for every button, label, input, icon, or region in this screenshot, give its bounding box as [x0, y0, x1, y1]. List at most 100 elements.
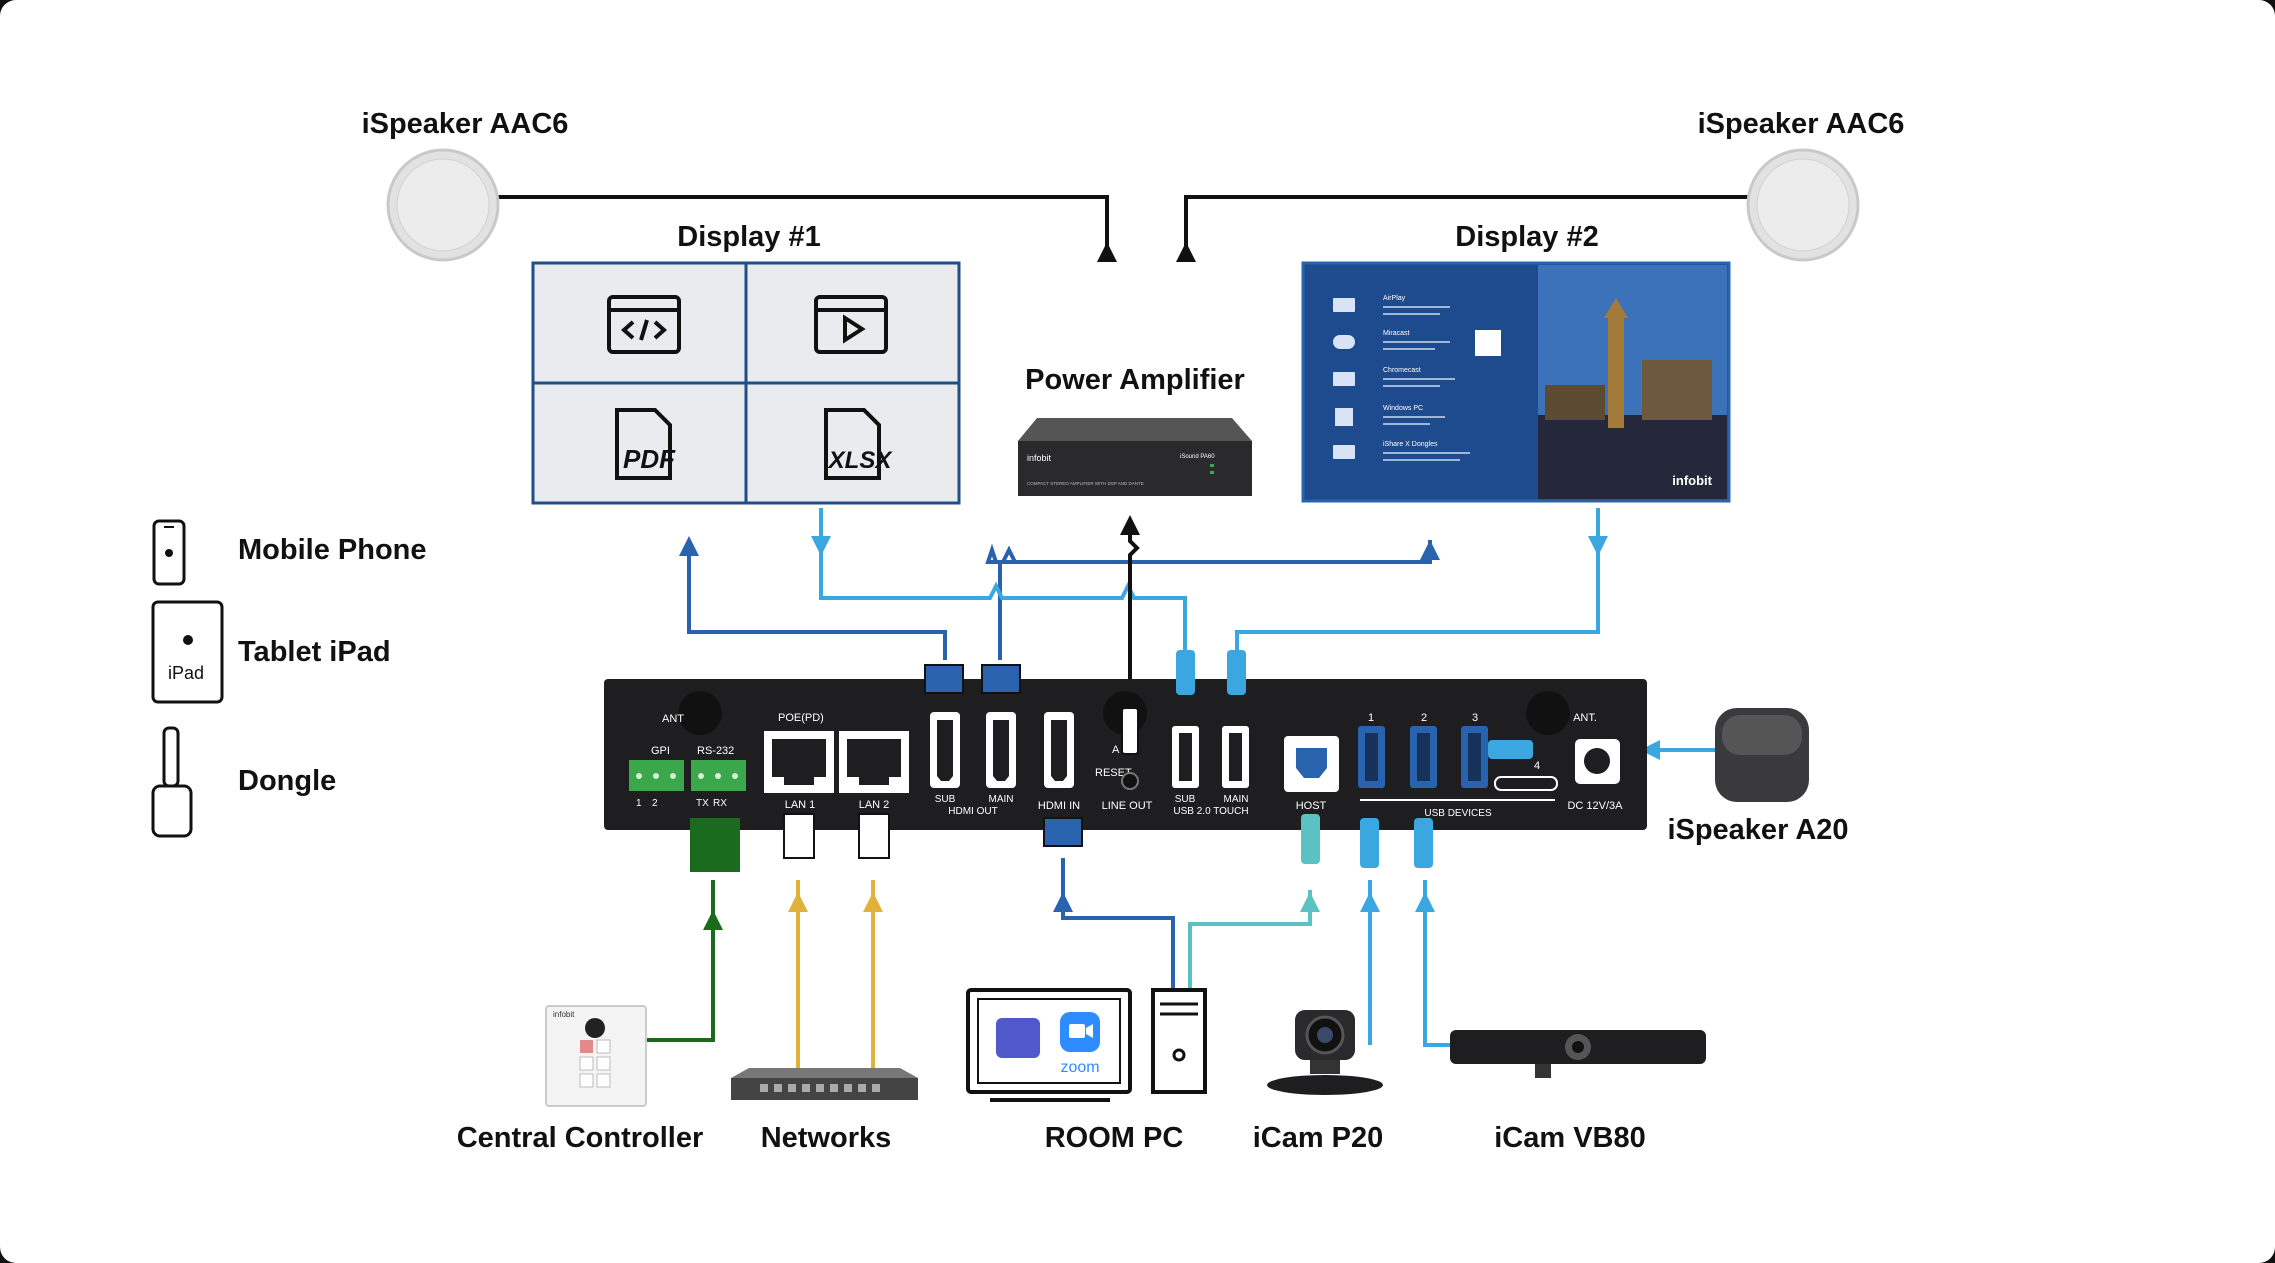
arrow-up-usb-host [1300, 892, 1320, 912]
speaker-left-label: iSpeaker AAC6 [362, 108, 569, 140]
icam-p20-label: iCam P20 [1253, 1122, 1384, 1154]
windows-icon [1335, 408, 1353, 426]
networks-label: Networks [761, 1122, 892, 1154]
hdmi-plug-main [981, 664, 1021, 694]
pin-1-label: 1 [636, 798, 642, 809]
speaker-cable-right [1184, 195, 1750, 258]
usb-plug-host [1301, 814, 1320, 864]
speaker-cable-left [495, 195, 1109, 258]
hdmi-cables [687, 540, 1432, 990]
line-out-port[interactable] [1121, 772, 1139, 790]
legend-mobile-phone: Mobile Phone [238, 534, 427, 566]
usb-touch-cables [819, 508, 1715, 1047]
antenna-left-port [678, 691, 722, 735]
tx-label: TX [696, 798, 709, 809]
speaker-right [1746, 148, 1860, 262]
dc-label: DC 12V/3A [1567, 800, 1623, 812]
room-pc-label: ROOM PC [1045, 1122, 1184, 1154]
usb-plug-device-3 [1488, 740, 1533, 759]
controller-brand: infobit [553, 1010, 575, 1019]
usb-touch-label: USB 2.0 TOUCH [1173, 806, 1248, 817]
legend-tablet-ipad: Tablet iPad [238, 636, 391, 668]
usb-touch-display2 [1235, 508, 1600, 655]
amplifier-model: iSound PA60 [1180, 454, 1215, 460]
icam-vb80 [1450, 1030, 1706, 1078]
arrow-down-display1-touch [811, 536, 831, 556]
xlsx-label: XLSX [827, 447, 894, 474]
arrow-down-display2-touch [1588, 536, 1608, 556]
usb-1-label: 1 [1368, 712, 1374, 724]
speaker-left [386, 148, 500, 262]
miracast-icon [1333, 335, 1355, 349]
arrow-up-hdmi-in [1053, 892, 1073, 912]
amplifier-led-2 [1210, 471, 1214, 474]
icam-p20 [1267, 1010, 1383, 1095]
usb-plug-touch-sub [1176, 650, 1195, 695]
amplifier-led-1 [1210, 464, 1214, 467]
tablet-ipad-icon: iPad [151, 600, 224, 704]
menu-airplay: AirPlay [1383, 295, 1406, 302]
ant-left-label: ANT [662, 713, 684, 725]
code-window-icon [607, 295, 681, 354]
usb-sub-label: SUB [1175, 794, 1196, 805]
arrow-up-left-speaker [1097, 242, 1117, 262]
mobile-phone-icon [152, 519, 186, 586]
speaker-right-label: iSpeaker AAC6 [1698, 108, 1905, 140]
arrow-up-icam-vb80 [1415, 892, 1435, 912]
arrow-up-display1 [679, 536, 699, 556]
speaker-cables [495, 195, 1750, 262]
airplay-icon [1333, 298, 1355, 312]
menu-chromecast: Chromecast [1383, 367, 1421, 374]
hdmi-main-route [998, 545, 1432, 660]
central-controller: infobit [545, 1005, 647, 1107]
arrow-up-lan2 [863, 892, 883, 912]
hdmi-sub-to-display1 [687, 540, 947, 660]
network-switch [731, 1068, 918, 1100]
pc-tower [1151, 988, 1207, 1094]
pdf-label: PDF [623, 444, 676, 474]
teams-icon [996, 1018, 1040, 1058]
control-cable [647, 880, 715, 1042]
pdf-file-icon: PDF [615, 408, 676, 480]
usb-icam-vb80 [1423, 880, 1450, 1047]
pin-2-label: 2 [652, 798, 658, 809]
lan1-label: LAN 1 [785, 799, 816, 811]
video-player-icon [814, 295, 888, 354]
usb-3-label: 3 [1472, 712, 1478, 724]
lan1-plug [783, 813, 815, 859]
power-amplifier: infobit iSound PA60 COMPACT STEREO AMPLI… [1018, 418, 1252, 496]
tablet-icon-text: iPad [168, 663, 204, 683]
display1: PDF XLSX [531, 261, 961, 505]
host-label: HOST [1296, 800, 1327, 812]
display2: AirPlay Miracast Chromecast Windows PC i… [1301, 261, 1731, 503]
amplifier-label: Power Amplifier [1025, 364, 1245, 396]
room-pc: zoom [966, 988, 1207, 1102]
menu-dongles: iShare X Dongles [1383, 441, 1438, 448]
ant-right-label: ANT. [1573, 712, 1597, 724]
usb-plug-touch-main [1227, 650, 1246, 695]
dongle-icon [151, 726, 193, 838]
usb-4-label: 4 [1534, 760, 1540, 772]
usb-c-port[interactable] [1494, 776, 1558, 791]
xlsx-file-icon: XLSX [824, 408, 894, 480]
a-label: A [1112, 744, 1120, 756]
hdmi-out-label: HDMI OUT [948, 806, 997, 817]
arrow-up-control [703, 910, 723, 930]
central-controller-label: Central Controller [457, 1122, 704, 1154]
dongle-share-icon [1333, 445, 1355, 459]
amplifier-description: COMPACT STEREO AMPLIFIER WITH DSP AND DA… [1027, 481, 1144, 486]
display2-brand: infobit [1672, 473, 1712, 488]
arrow-up-display2 [1420, 540, 1440, 560]
display1-title: Display #1 [677, 221, 820, 253]
lan2-plug [858, 813, 890, 859]
icam-vb80-label: iCam VB80 [1494, 1122, 1646, 1154]
ispeaker-a20-label: iSpeaker A20 [1667, 814, 1848, 846]
usb-devices-label: USB DEVICES [1424, 808, 1492, 819]
display2-menu [1333, 298, 1355, 459]
gpi-label: GPI [651, 745, 670, 757]
ispeaker-a20 [1715, 708, 1809, 802]
rs232-label: RS-232 [697, 745, 734, 757]
usb-main-label: MAIN [1224, 794, 1249, 805]
